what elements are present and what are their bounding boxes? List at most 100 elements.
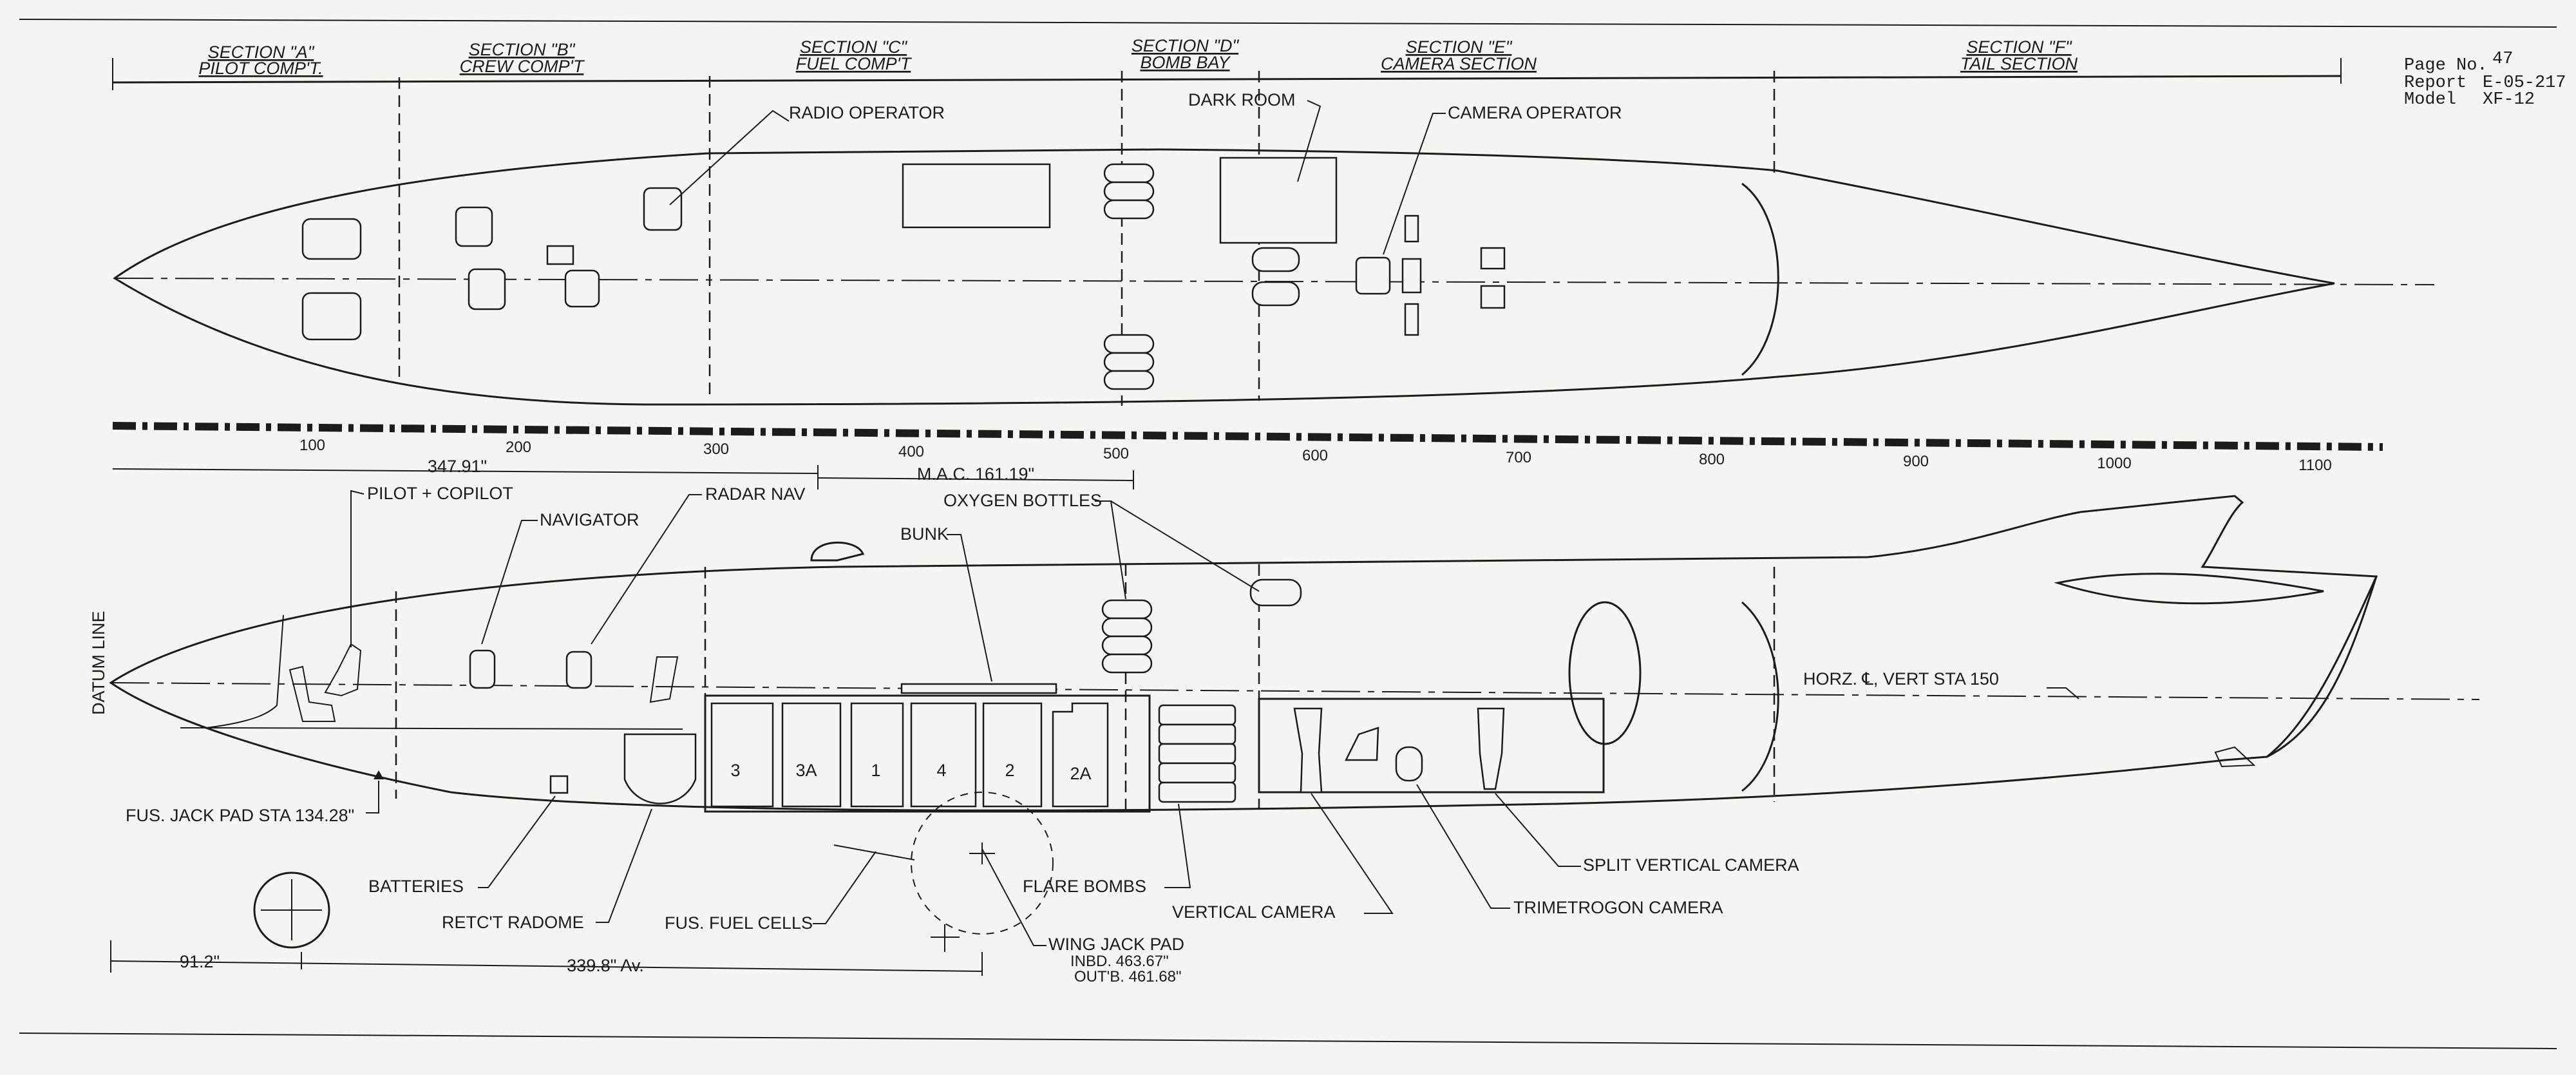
camera-mount-2 xyxy=(1401,258,1422,294)
section-a-title: SECTION "A" xyxy=(208,43,315,62)
fuel-cell-1 xyxy=(850,702,904,808)
section-d-title: SECTION "D" xyxy=(1132,36,1240,55)
vertical-camera-profile xyxy=(1293,707,1323,794)
radio-operator-label: RADIO OPERATOR xyxy=(789,103,945,122)
horz-vert-sta-label: HORZ. ℄, VERT STA 150 xyxy=(1803,669,1999,689)
cockpit-floor xyxy=(180,614,284,728)
page-label: Page No. xyxy=(2404,56,2488,75)
camera-operator-label: CAMERA OPERATOR xyxy=(1448,103,1622,122)
mac-label: M.A.C. 161.19" xyxy=(917,464,1034,484)
oxygen-bottles-callout: OXYGEN BOTTLES xyxy=(943,491,1260,600)
jack-pad-marker xyxy=(374,770,384,779)
batteries-label: BATTERIES xyxy=(368,877,464,896)
station-600: 600 xyxy=(1302,447,1328,464)
vertical-camera-label: VERTICAL CAMERA xyxy=(1172,902,1336,922)
section-c-header: SECTION "C" FUEL COMP'T xyxy=(796,37,913,73)
radar-nav-seat-profile xyxy=(565,651,592,689)
vertical-camera-callout: VERTICAL CAMERA xyxy=(1172,793,1394,922)
profile-oxygen-bottles xyxy=(1101,599,1153,674)
station-1000: 1000 xyxy=(2097,455,2131,472)
fuel-cell-3a xyxy=(781,702,842,808)
plan-oxygen-bottles-upper xyxy=(1103,163,1155,220)
station-900: 900 xyxy=(1903,453,1929,470)
camera-bay-outline xyxy=(1258,698,1605,794)
trimetrogon-camera-callout: TRIMETROGON CAMERA xyxy=(1416,784,1723,917)
fuel-cell-3-label: 3 xyxy=(730,761,740,780)
fuel-bay-outline xyxy=(704,694,1151,813)
plan-flare-bomb-1 xyxy=(1251,247,1300,272)
station-400: 400 xyxy=(898,443,924,461)
fus-jack-pad-label: FUS. JACK PAD STA 134.28" xyxy=(126,806,354,825)
navigator-label: NAVIGATOR xyxy=(540,510,639,529)
dark-room-callout: DARK ROOM xyxy=(1188,90,1321,182)
bottom-dimensions: 91.2" 339.8" Av. xyxy=(110,940,983,976)
report-number: E-05-217 xyxy=(2483,73,2566,93)
station-300: 300 xyxy=(703,441,729,458)
plan-fuselage-outline xyxy=(113,148,2335,406)
radio-operator-seat xyxy=(643,187,683,231)
station-scale: 100 200 300 400 500 600 700 800 900 1000… xyxy=(112,422,2383,474)
section-a-subtitle: PILOT COMP'T. xyxy=(198,59,323,78)
tail-cone-edge xyxy=(2266,576,2378,758)
batteries xyxy=(549,775,569,794)
camera-mount-1 xyxy=(1404,214,1419,243)
crew-seat-3 xyxy=(564,269,600,308)
bunk-callout: BUNK xyxy=(900,524,992,682)
station-500: 500 xyxy=(1103,445,1129,462)
radio-operator-callout: RADIO OPERATOR xyxy=(669,103,945,205)
plan-view xyxy=(113,71,2435,406)
profile-fuselage-outline xyxy=(109,495,2378,812)
camera-operator-seat-profile xyxy=(1344,727,1379,761)
dim-91-label: 91.2" xyxy=(180,952,220,971)
fuel-cell-2-label: 2 xyxy=(1005,761,1014,780)
batteries-callout: BATTERIES xyxy=(368,795,556,896)
page-number: 47 xyxy=(2492,50,2513,69)
fus-jack-pad-callout: FUS. JACK PAD STA 134.28" xyxy=(126,770,384,825)
crew-seat-2 xyxy=(468,268,506,310)
fuel-cell-2a-label: 2A xyxy=(1070,764,1091,783)
wing-jack-outb-label: OUT'B. 461.68" xyxy=(1074,968,1182,985)
section-c-subtitle: FUEL COMP'T xyxy=(796,54,913,73)
dim-347-label: 347.91" xyxy=(428,457,487,476)
station-1100: 1100 xyxy=(2298,457,2332,474)
fuel-cell-4 xyxy=(910,702,977,808)
station-100: 100 xyxy=(299,437,325,454)
camera-hatch xyxy=(1568,601,1642,745)
section-e-title: SECTION "E" xyxy=(1406,37,1513,57)
dim-339-label: 339.8" Av. xyxy=(567,956,644,975)
fuel-cell-2a xyxy=(1052,702,1109,808)
oxygen-bottles-label: OXYGEN BOTTLES xyxy=(943,491,1102,510)
mac-dimension: M.A.C. 161.19" xyxy=(817,464,1134,490)
split-vertical-label: SPLIT VERTICAL CAMERA xyxy=(1583,855,1799,875)
datum-line-label: DATUM LINE xyxy=(89,611,108,715)
fuel-cell-2 xyxy=(982,702,1043,808)
pilot-seat xyxy=(301,218,362,260)
dimension-347: 347.91" xyxy=(112,457,819,476)
plan-bulkhead xyxy=(1741,182,1779,376)
bunk-label: BUNK xyxy=(900,524,949,544)
tail-bumper xyxy=(2214,746,2256,768)
station-800: 800 xyxy=(1699,451,1725,468)
copilot-seat xyxy=(301,292,362,341)
horizontal-stabilizer xyxy=(2054,573,2324,605)
sheet-border-top xyxy=(19,19,2557,28)
camera-operator-seat xyxy=(1355,256,1391,295)
section-b-title: SECTION "B" xyxy=(469,40,576,59)
split-vertical-camera-profile xyxy=(1477,707,1505,790)
report-label: Report xyxy=(2404,73,2467,93)
horz-vert-sta-callout: HORZ. ℄, VERT STA 150 xyxy=(1803,669,2079,699)
fuel-cell-3a-label: 3A xyxy=(795,761,817,780)
dark-room xyxy=(1219,157,1338,244)
section-a-header: SECTION "A" PILOT COMP'T. xyxy=(198,43,323,78)
radar-nav-label: RADAR NAV xyxy=(705,484,806,504)
crew-table xyxy=(546,245,574,265)
section-f-header: SECTION "F" TAIL SECTION xyxy=(1960,37,2078,73)
station-700: 700 xyxy=(1506,449,1531,466)
sheet-border-bottom xyxy=(19,1032,2557,1049)
wing-jack-pad-callout: WING JACK PAD INBD. 463.67" OUT'B. 461.6… xyxy=(981,848,1184,985)
section-b-subtitle: CREW COMP'T xyxy=(460,57,585,76)
plan-flare-bomb-2 xyxy=(1251,281,1300,307)
flare-bombs-callout: FLARE BOMBS xyxy=(1023,803,1191,896)
